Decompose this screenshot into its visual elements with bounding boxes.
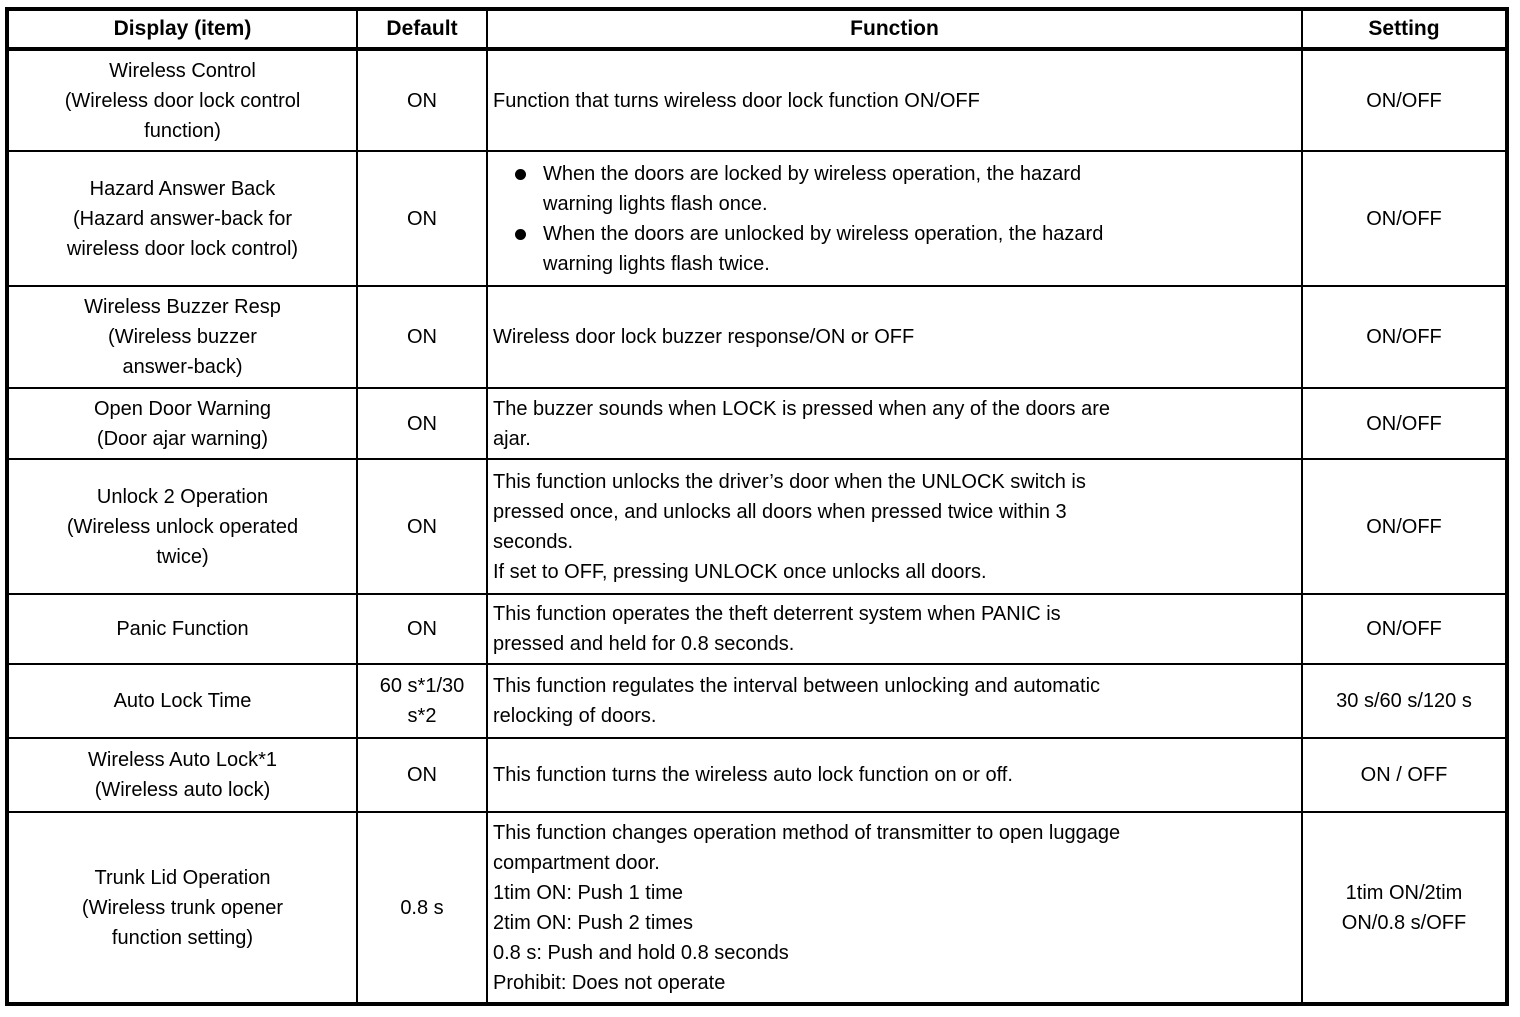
function-cell: This function operates the theft deterre… [486, 593, 1303, 665]
default-cell: ON [356, 387, 488, 460]
display-item-cell: Trunk Lid Operation (Wireless trunk open… [6, 811, 358, 1005]
function-cell: Wireless door lock buzzer response/ON or… [486, 285, 1303, 389]
default-cell: 0.8 s [356, 811, 488, 1005]
default-cell: ON [356, 150, 488, 287]
default-cell: ON [356, 48, 488, 152]
function-cell: This function turns the wireless auto lo… [486, 737, 1303, 813]
table-row: Trunk Lid Operation (Wireless trunk open… [6, 811, 1508, 1005]
function-cell: When the doors are locked by wireless op… [486, 150, 1303, 287]
table-row: Wireless Control (Wireless door lock con… [6, 48, 1508, 152]
header-display-item: Display (item) [6, 8, 358, 51]
function-cell: This function regulates the interval bet… [486, 663, 1303, 739]
table-row: Unlock 2 Operation (Wireless unlock oper… [6, 458, 1508, 595]
wireless-door-lock-settings-table: Display (item) Default Function Setting … [5, 7, 1509, 1006]
bullet-icon [515, 228, 526, 240]
function-cell: This function changes operation method o… [486, 811, 1303, 1005]
bullet-icon [515, 168, 526, 180]
header-row: Display (item) Default Function Setting [6, 8, 1508, 51]
setting-cell: ON/OFF [1301, 387, 1508, 460]
setting-cell: ON/OFF [1301, 150, 1508, 287]
function-cell: The buzzer sounds when LOCK is pressed w… [486, 387, 1303, 460]
default-cell: 60 s*1/30 s*2 [356, 663, 488, 739]
table-row: Open Door Warning (Door ajar warning) ON… [6, 387, 1508, 460]
table-row: Panic Function ON This function operates… [6, 593, 1508, 665]
default-cell: ON [356, 593, 488, 665]
header-function: Function [486, 8, 1303, 51]
display-item-cell: Wireless Control (Wireless door lock con… [6, 48, 358, 152]
table-header: Display (item) Default Function Setting [6, 8, 1508, 51]
bullet-item: When the doors are locked by wireless op… [493, 159, 1291, 219]
setting-cell: ON/OFF [1301, 458, 1508, 595]
setting-cell: 30 s/60 s/120 s [1301, 663, 1508, 739]
setting-cell: ON / OFF [1301, 737, 1508, 813]
function-cell: Function that turns wireless door lock f… [486, 48, 1303, 152]
function-cell: This function unlocks the driver’s door … [486, 458, 1303, 595]
display-item-cell: Open Door Warning (Door ajar warning) [6, 387, 358, 460]
table-row: Auto Lock Time 60 s*1/30 s*2 This functi… [6, 663, 1508, 739]
display-item-cell: Unlock 2 Operation (Wireless unlock oper… [6, 458, 358, 595]
display-item-cell: Panic Function [6, 593, 358, 665]
default-cell: ON [356, 458, 488, 595]
table-row: Wireless Auto Lock*1 (Wireless auto lock… [6, 737, 1508, 813]
setting-cell: ON/OFF [1301, 593, 1508, 665]
display-item-cell: Hazard Answer Back (Hazard answer-back f… [6, 150, 358, 287]
display-item-cell: Wireless Buzzer Resp (Wireless buzzer an… [6, 285, 358, 389]
bullet-text: When the doors are unlocked by wireless … [543, 222, 1104, 275]
setting-cell: 1tim ON/2tim ON/0.8 s/OFF [1301, 811, 1508, 1005]
table-body: Wireless Control (Wireless door lock con… [6, 48, 1508, 1005]
setting-cell: ON/OFF [1301, 48, 1508, 152]
setting-cell: ON/OFF [1301, 285, 1508, 389]
header-default: Default [356, 8, 488, 51]
table-row: Wireless Buzzer Resp (Wireless buzzer an… [6, 285, 1508, 389]
default-cell: ON [356, 285, 488, 389]
display-item-cell: Wireless Auto Lock*1 (Wireless auto lock… [6, 737, 358, 813]
table-row: Hazard Answer Back (Hazard answer-back f… [6, 150, 1508, 287]
header-setting: Setting [1301, 8, 1508, 51]
default-cell: ON [356, 737, 488, 813]
bullet-item: When the doors are unlocked by wireless … [493, 219, 1291, 279]
bullet-text: When the doors are locked by wireless op… [543, 162, 1082, 215]
display-item-cell: Auto Lock Time [6, 663, 358, 739]
